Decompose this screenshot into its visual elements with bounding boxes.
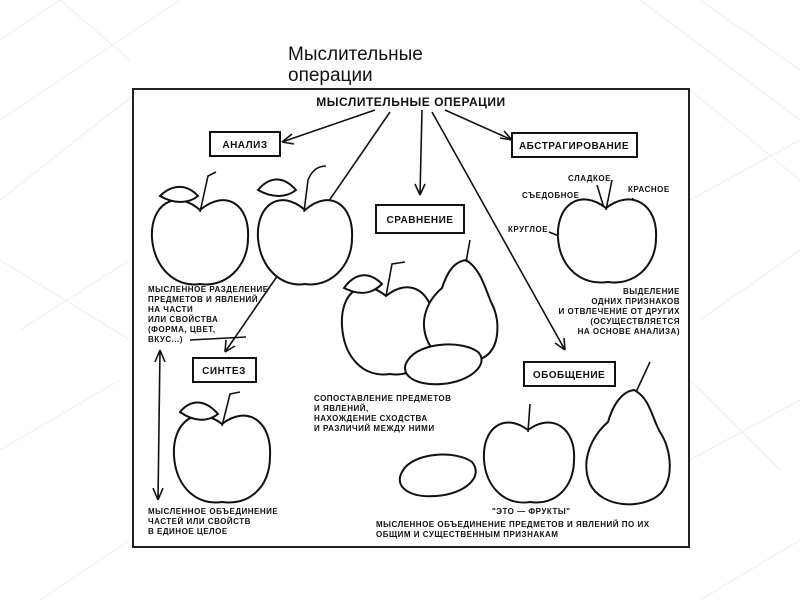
node-generalization: ОБОБЩЕНИЕ (523, 361, 616, 387)
caption-synthesis-line: ЧАСТЕЙ ИЛИ СВОЙСТВ (148, 517, 251, 526)
caption-synthesis-line: МЫСЛЕННОЕ ОБЪЕДИНЕНИЕ (148, 507, 278, 516)
caption-synthesis: МЫСЛЕННОЕ ОБЪЕДИНЕНИЕ ЧАСТЕЙ ИЛИ СВОЙСТВ… (148, 507, 278, 536)
pear-slice-illustration-generalization (399, 453, 477, 498)
caption-comparison-line: И РАЗЛИЧИЙ МЕЖДУ НИМИ (314, 424, 435, 433)
attribute-edible: СЪЕДОБНОЕ (522, 191, 580, 200)
node-synthesis-label: СИНТЕЗ (202, 366, 246, 377)
pear-slice-illustration-comparison (404, 343, 483, 386)
caption-analysis: МЫСЛЕННОЕ РАЗДЕЛЕНИЕ ПРЕДМЕТОВ И ЯВЛЕНИЙ… (148, 285, 269, 344)
apple-illustration-analysis-2 (256, 165, 354, 286)
node-abstraction-label: АБСТРАГИРОВАНИЕ (519, 141, 629, 152)
slide-title: Мыслительные операции (288, 44, 423, 86)
node-comparison-label: СРАВНЕНИЕ (387, 215, 454, 226)
node-synthesis: СИНТЕЗ (192, 357, 257, 383)
fruits-label: "ЭТО — ФРУКТЫ" (492, 507, 570, 516)
caption-analysis-line: (ФОРМА, ЦВЕТ, (148, 325, 216, 334)
caption-synthesis-line: В ЕДИНОЕ ЦЕЛОЕ (148, 527, 228, 536)
apple-illustration-synthesis (172, 391, 272, 504)
caption-analysis-line: ПРЕДМЕТОВ И ЯВЛЕНИЙ (148, 295, 258, 304)
caption-abstraction-line: ОДНИХ ПРИЗНАКОВ (591, 297, 680, 306)
caption-comparison-line: СОПОСТАВЛЕНИЕ ПРЕДМЕТОВ (314, 394, 451, 403)
apple-illustration-abstraction (556, 179, 658, 284)
caption-analysis-line: ВКУС...) (148, 335, 183, 344)
apple-illustration-analysis-1 (150, 171, 250, 286)
caption-abstraction-line: И ОТВЛЕЧЕНИЕ ОТ ДРУГИХ (558, 307, 680, 316)
caption-abstraction: ВЫДЕЛЕНИЕ ОДНИХ ПРИЗНАКОВ И ОТВЛЕЧЕНИЕ О… (558, 287, 680, 336)
caption-comparison: СОПОСТАВЛЕНИЕ ПРЕДМЕТОВ И ЯВЛЕНИЙ, НАХОЖ… (314, 394, 451, 433)
node-generalization-label: ОБОБЩЕНИЕ (533, 370, 605, 381)
caption-comparison-line: И ЯВЛЕНИЙ, (314, 404, 369, 413)
caption-analysis-line: НА ЧАСТИ (148, 305, 193, 314)
caption-abstraction-line: НА ОСНОВЕ АНАЛИЗА) (578, 327, 680, 336)
caption-abstraction-line: ВЫДЕЛЕНИЕ (623, 287, 680, 296)
pear-illustration-generalization (585, 361, 671, 506)
apple-illustration-comparison (340, 261, 436, 376)
caption-generalization-line: ОБЩИМ И СУЩЕСТВЕННЫМ ПРИЗНАКАМ (376, 530, 558, 539)
attribute-round: КРУГЛОЕ (508, 225, 548, 234)
caption-analysis-line: МЫСЛЕННОЕ РАЗДЕЛЕНИЕ (148, 285, 269, 294)
caption-abstraction-line: (ОСУЩЕСТВЛЯЕТСЯ (590, 317, 680, 326)
caption-generalization: МЫСЛЕННОЕ ОБЪЕДИНЕНИЕ ПРЕДМЕТОВ И ЯВЛЕНИ… (376, 520, 650, 539)
node-comparison: СРАВНЕНИЕ (375, 204, 465, 234)
attribute-sweet: СЛАДКОЕ (568, 174, 611, 183)
attribute-red: КРАСНОЕ (628, 185, 670, 194)
node-analysis-label: АНАЛИЗ (222, 140, 267, 151)
caption-comparison-line: НАХОЖДЕНИЕ СХОДСТВА (314, 414, 428, 423)
caption-analysis-line: ИЛИ СВОЙСТВА (148, 315, 218, 324)
node-analysis: АНАЛИЗ (209, 131, 281, 157)
root-label: МЫСЛИТЕЛЬНЫЕ ОПЕРАЦИИ (316, 95, 505, 109)
apple-illustration-generalization (482, 403, 576, 504)
node-abstraction: АБСТРАГИРОВАНИЕ (511, 132, 638, 158)
caption-generalization-line: МЫСЛЕННОЕ ОБЪЕДИНЕНИЕ ПРЕДМЕТОВ И ЯВЛЕНИ… (376, 520, 650, 529)
